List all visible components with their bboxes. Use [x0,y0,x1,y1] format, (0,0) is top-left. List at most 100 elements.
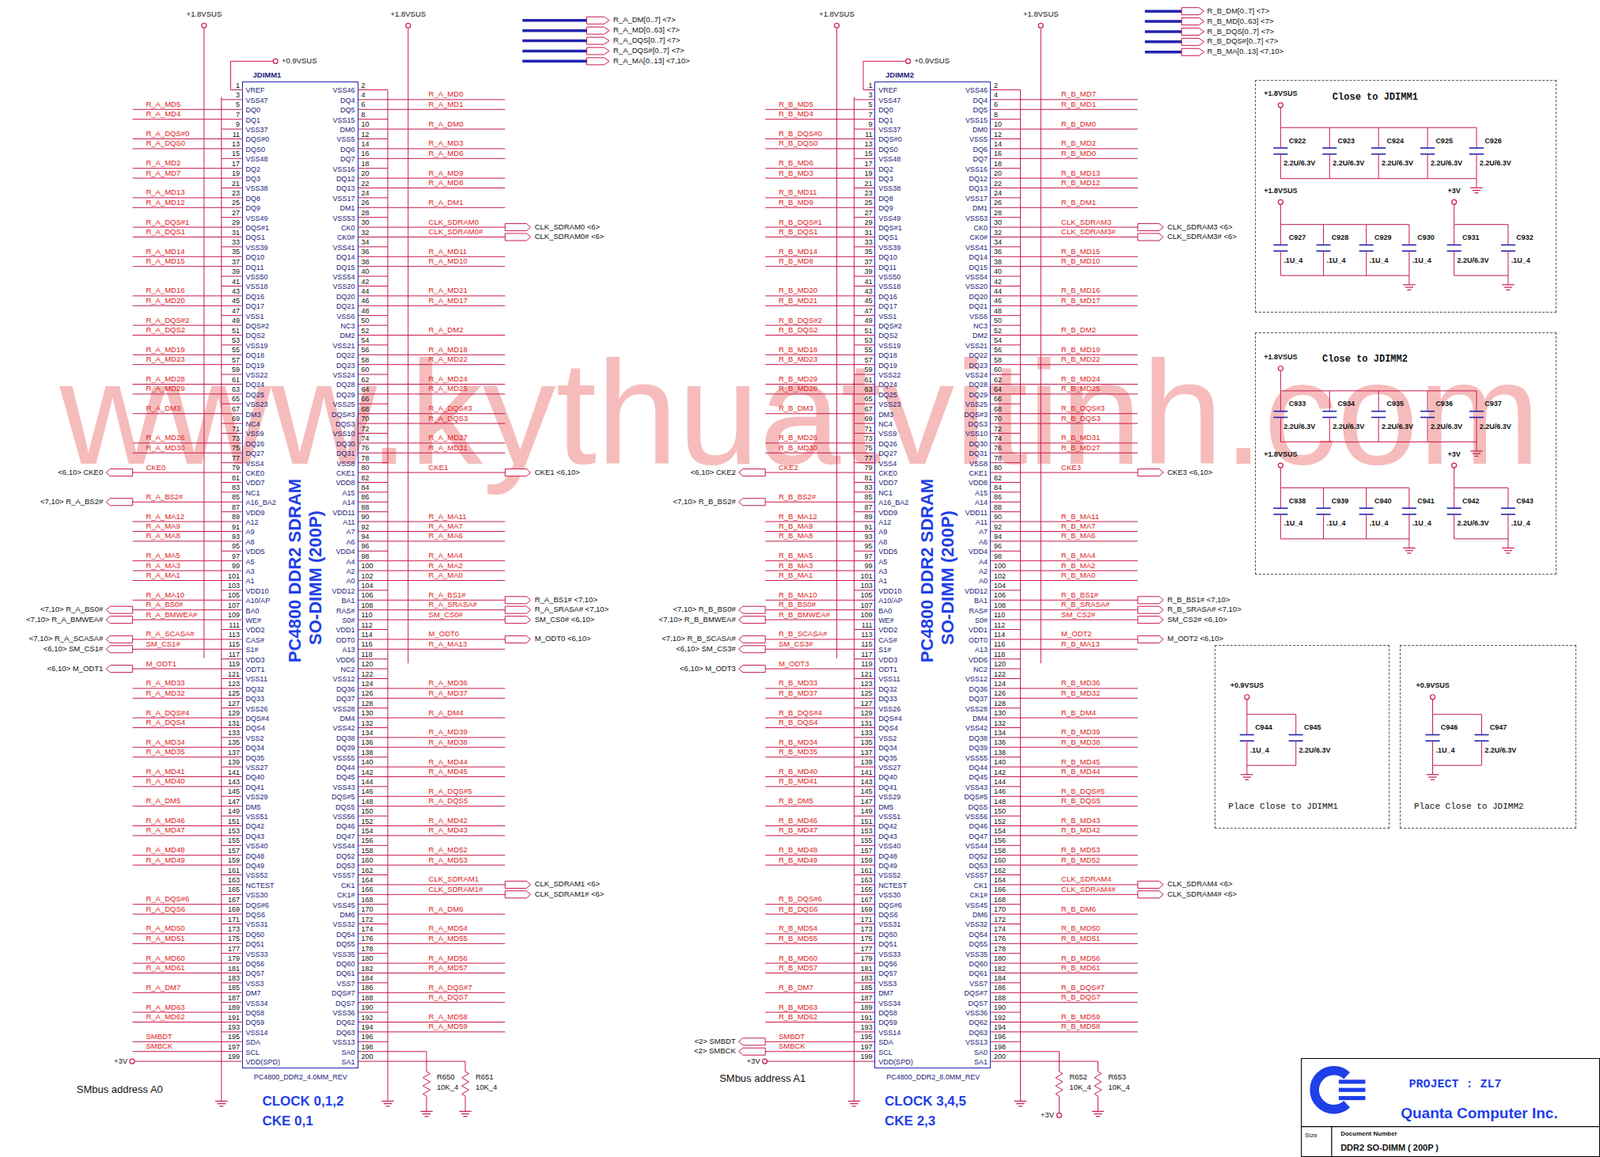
net-wire [132,785,243,787]
ground-symbol [217,1103,226,1104]
ground-symbol [1408,280,1410,285]
pin-number: 177 [227,944,240,953]
ground-symbol [1507,543,1509,548]
pin-name: A10/AP [246,596,271,605]
net-label: R_B_MA10 [778,591,818,600]
pin-name: CAS# [246,636,266,645]
wire [426,1099,428,1108]
pin-number: 88 [361,503,370,512]
off-page-label: CKE3 <6,10> [1167,468,1213,478]
power-port [201,22,207,28]
pin-number: 190 [993,1003,1006,1012]
pin-number: 86 [361,492,370,501]
capacitor-symbol [1475,390,1477,412]
net-label: R_A_MA0 [428,571,463,581]
pin-number: 144 [993,777,1006,786]
pin-name: DQ17 [246,302,266,311]
pin-name: DM5 [878,803,894,812]
pin-name: ODT0 [336,636,356,645]
pin-name: VSS8 [969,459,988,468]
pin-number: 6 [361,100,366,109]
net-label: R_A_MD30 [145,443,185,453]
group-heading: Place Close to JDIMM1 [1228,801,1339,812]
pin-name: A8 [878,538,888,546]
net-label: SMBDT [778,1032,805,1042]
net-label: R_A_DQS7 [428,993,469,1002]
pin-number: 27 [231,208,240,217]
ground-wire [1454,538,1509,539]
power-port [1452,199,1457,205]
pin-name: A16_BA2 [878,498,909,507]
part-footer: PC4800_DDR2_4.0MM_REV [254,1072,348,1081]
capacitor-symbol [1322,410,1337,413]
ground-symbol [1501,547,1514,549]
net-label: R_B_DM0 [1061,120,1096,129]
net-wire [765,452,875,454]
pin-name: DQS#0 [878,135,903,144]
pin-name: A6 [346,538,356,546]
pin-name: DQ51 [246,940,266,948]
net-wire [765,207,875,209]
pin-name: DQ27 [878,449,898,458]
net-label: R_B_MD45 [1061,758,1100,767]
net-label: R_B_MD5 [778,100,814,110]
title-rule [1330,1126,1332,1157]
net-wire [765,334,875,336]
pin-name: VREF [878,86,898,95]
resistor-label: 10K_4 [1107,1083,1130,1092]
pin-stub [853,246,875,247]
net-wire [765,756,875,758]
pin-name: DQS7 [335,999,356,1008]
pin-name: DQS4 [246,724,266,732]
pin-name: VSS8 [337,459,356,468]
pin-name: DQ1 [878,116,894,125]
pin-number: 42 [361,277,370,286]
off-page-connector [1181,18,1204,26]
pin-name: DQ58 [878,1008,898,1017]
net-wire [132,363,243,365]
off-page-connector [504,616,531,624]
net-label: R_A_MD34 [145,738,185,747]
off-page-label: R_B_SRASA# <7,10> [1167,605,1241,615]
pin-number: 24 [361,189,370,198]
net-wire [132,727,243,728]
pin-name: VSS23 [878,400,901,409]
capacitor-ref: C929 [1374,233,1392,242]
capacitor-symbol [1408,487,1410,509]
pin-name: DQS#6 [246,901,270,910]
pin-stub [853,981,875,983]
pin-number: 124 [361,679,374,688]
capacitor-symbol [1280,417,1282,442]
net-label: R_B_MD18 [778,345,818,355]
power-wire [1280,370,1282,391]
power-label: +1.8VSUS [390,10,427,19]
net-label: R_B_MD31 [1061,433,1100,443]
pin-number: 73 [864,434,873,443]
pin-number: 100 [361,561,374,570]
pin-name: DQ3 [878,174,894,183]
off-page-connector [1137,890,1164,899]
pin-name: DM0 [972,125,988,134]
net-label: R_B_MD0 [1061,149,1096,159]
net-label: R_B_MA9 [778,522,813,531]
pin-number: 52 [361,326,370,335]
pin-name: DQ38 [336,734,356,743]
pin-stub [221,874,243,876]
pin-stub [990,432,1020,434]
net-wire [990,452,1138,454]
net-label: R_A_MD54 [428,924,468,933]
capacitor-value: 2.2U/6.3V [1456,256,1489,265]
pin-number: 94 [993,532,1002,541]
ground-symbol [1402,547,1415,549]
pin-name: VSS3 [246,979,265,988]
pin-name: DQS#6 [878,901,903,910]
net-wire [132,943,243,945]
net-wire [990,128,1138,130]
power-wire [1246,699,1248,715]
pin-name: VSS57 [333,871,356,880]
pin-name: DM3 [246,410,262,419]
pin-name: VDD2 [246,625,266,634]
pin-name: DQ46 [336,822,356,831]
pin-name: CAS# [878,636,898,645]
power-wire [1433,713,1483,715]
